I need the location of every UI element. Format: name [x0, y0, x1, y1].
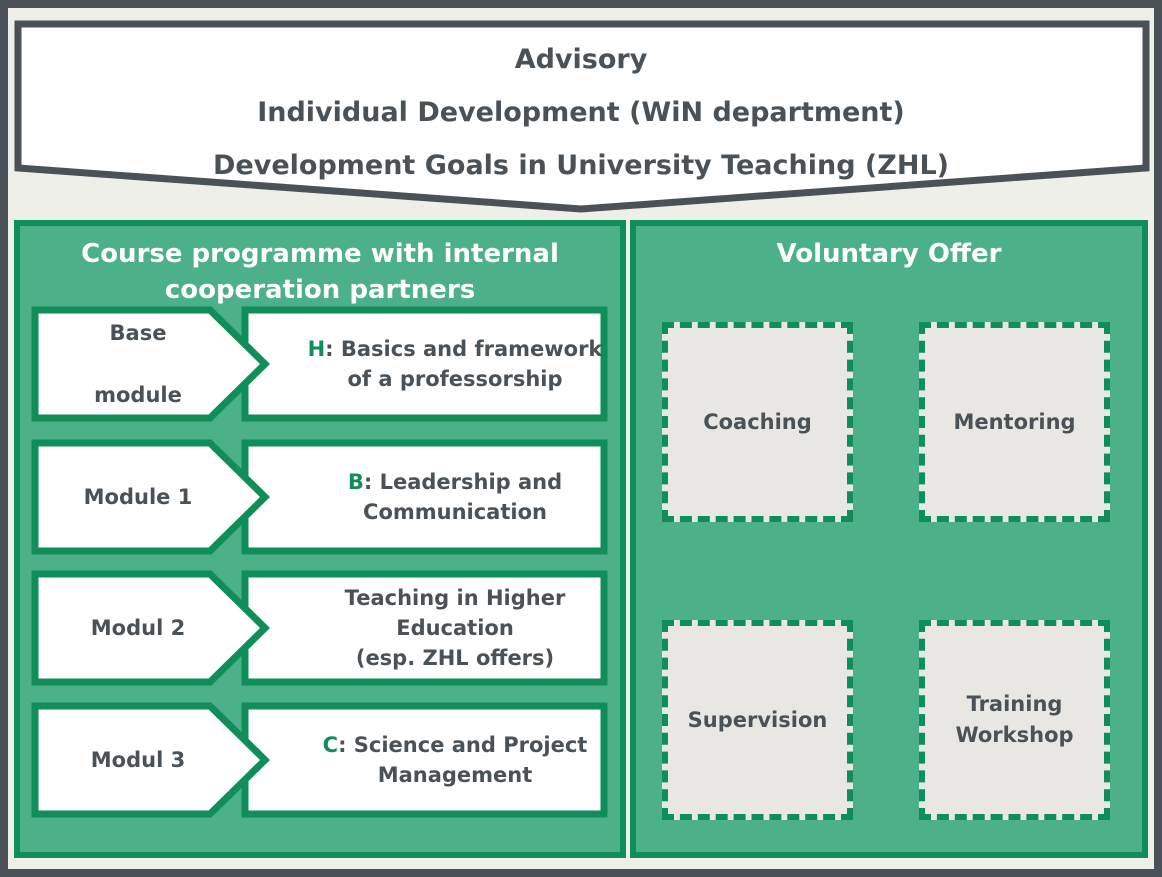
- offer-label-line: Workshop: [955, 723, 1074, 747]
- module-description-box: [241, 702, 608, 818]
- module-row-shapes: [31, 439, 608, 555]
- supervision-box: Supervision: [662, 620, 853, 820]
- course-programme-title-line1: Course programme with internal: [81, 239, 559, 269]
- module-description-line: Management: [377, 763, 533, 787]
- offer-label-line: Coaching: [703, 409, 812, 434]
- module-description-box: [241, 306, 608, 422]
- module-description-box: [241, 570, 608, 686]
- partner-letter: H: [307, 337, 326, 361]
- banner-line-advisory: Advisory: [514, 44, 648, 75]
- module-label-arrow: [31, 306, 270, 422]
- module-label: Modul 3: [90, 747, 186, 772]
- offer-label-line: Supervision: [687, 707, 828, 732]
- module-label-arrow: [31, 570, 270, 686]
- course-programme-title-line2: cooperation partners: [164, 275, 476, 305]
- module-row-shapes: [31, 306, 608, 422]
- module-label-arrow: [31, 702, 270, 818]
- coaching-box: Coaching: [662, 322, 853, 522]
- banner-line-development-goals: Development Goals in University Teaching…: [213, 150, 949, 181]
- module-row-shapes: [31, 570, 608, 686]
- offer-label-line: Training: [966, 692, 1063, 716]
- module-label: Modul 2: [90, 615, 186, 640]
- module-description-line: Communication: [363, 500, 547, 524]
- partner-letter: C: [322, 733, 339, 757]
- module-description-line: H: Basics and framework: [307, 337, 603, 361]
- module-row-shapes: [31, 702, 608, 818]
- mentoring-box: Mentoring: [919, 322, 1110, 522]
- module-description-line: Teaching in Higher: [344, 586, 566, 610]
- module-description: H: Basics and framework of a professorshi…: [280, 304, 630, 424]
- voluntary-offer-title: Voluntary Offer: [776, 239, 1002, 269]
- module-description-line: C: Science and Project: [322, 733, 588, 757]
- partner-letter: B: [347, 470, 364, 494]
- module-label: Module 1: [83, 484, 193, 509]
- advisory-banner-shape: [14, 20, 1150, 213]
- banner-line-individual-development: Individual Development (WiN department): [257, 97, 905, 128]
- module-description-line: of a professorship: [347, 367, 563, 391]
- module-description-line: B: Leadership and: [347, 470, 563, 494]
- module-description-line: (esp. ZHL offers): [355, 646, 555, 670]
- module-description-line: Education: [396, 616, 514, 640]
- module-label-arrow: [31, 439, 270, 555]
- offer-label-line: Mentoring: [953, 409, 1076, 434]
